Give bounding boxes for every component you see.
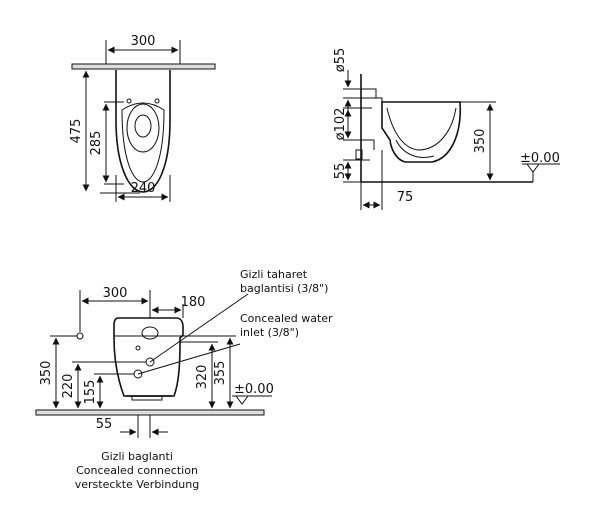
dim-pipe-top: ø55 — [333, 48, 348, 73]
bowl-side — [381, 101, 462, 163]
wall-top-view — [71, 63, 216, 70]
dim-side-bottom: 55 — [333, 163, 348, 180]
seat-inner — [126, 103, 160, 153]
level-side: ±0.00 — [520, 151, 560, 166]
dim-front-height-155: 155 — [83, 380, 98, 405]
front-view: Gizli taharet baglantisi (3/8") Conceale… — [35, 268, 333, 438]
dim-front-right: 180 — [181, 295, 206, 310]
side-view: 350 ø55 ø102 55 75 ±0.00 — [333, 48, 560, 210]
note-bidet-tr-line1: Gizli taharet — [240, 268, 308, 281]
dim-front-offset: 55 — [96, 417, 113, 432]
level-front-marker — [235, 395, 249, 405]
dim-top-inner: 285 — [89, 131, 104, 156]
top-view: 300 475 285 240 — [69, 34, 216, 202]
level-side-marker — [526, 163, 540, 173]
dim-pipe-side: ø102 — [333, 108, 348, 141]
dim-front-height-total: 350 — [39, 361, 54, 386]
caption-line2: Concealed connection — [76, 464, 198, 477]
dim-front-height-320: 320 — [195, 365, 210, 390]
dim-front-height-355: 355 — [213, 361, 228, 386]
tank-outline — [113, 317, 184, 397]
note-bidet-tr-line2: baglantisi (3/8") — [240, 282, 328, 295]
dim-top-depth: 475 — [69, 119, 84, 144]
dim-side-height: 350 — [473, 129, 488, 154]
floor-front-view — [35, 409, 265, 416]
caption: Gizli baglanti Concealed connection vers… — [75, 450, 200, 491]
dim-front-height-220: 220 — [61, 374, 76, 399]
note-water-en-line2: inlet (3/8") — [240, 326, 299, 339]
caption-line3: versteckte Verbindung — [75, 478, 200, 491]
connection-circle — [76, 332, 84, 340]
level-front: ±0.00 — [234, 382, 274, 397]
caption-line1: Gizli baglanti — [101, 450, 173, 463]
note-water-en-line1: Concealed water — [240, 312, 333, 325]
dim-side-projection: 75 — [397, 190, 414, 205]
bowl-outline-top — [115, 70, 171, 193]
dim-front-left: 300 — [103, 286, 128, 301]
dim-top-width: 300 — [131, 34, 156, 49]
dim-top-seat: 240 — [131, 181, 156, 196]
